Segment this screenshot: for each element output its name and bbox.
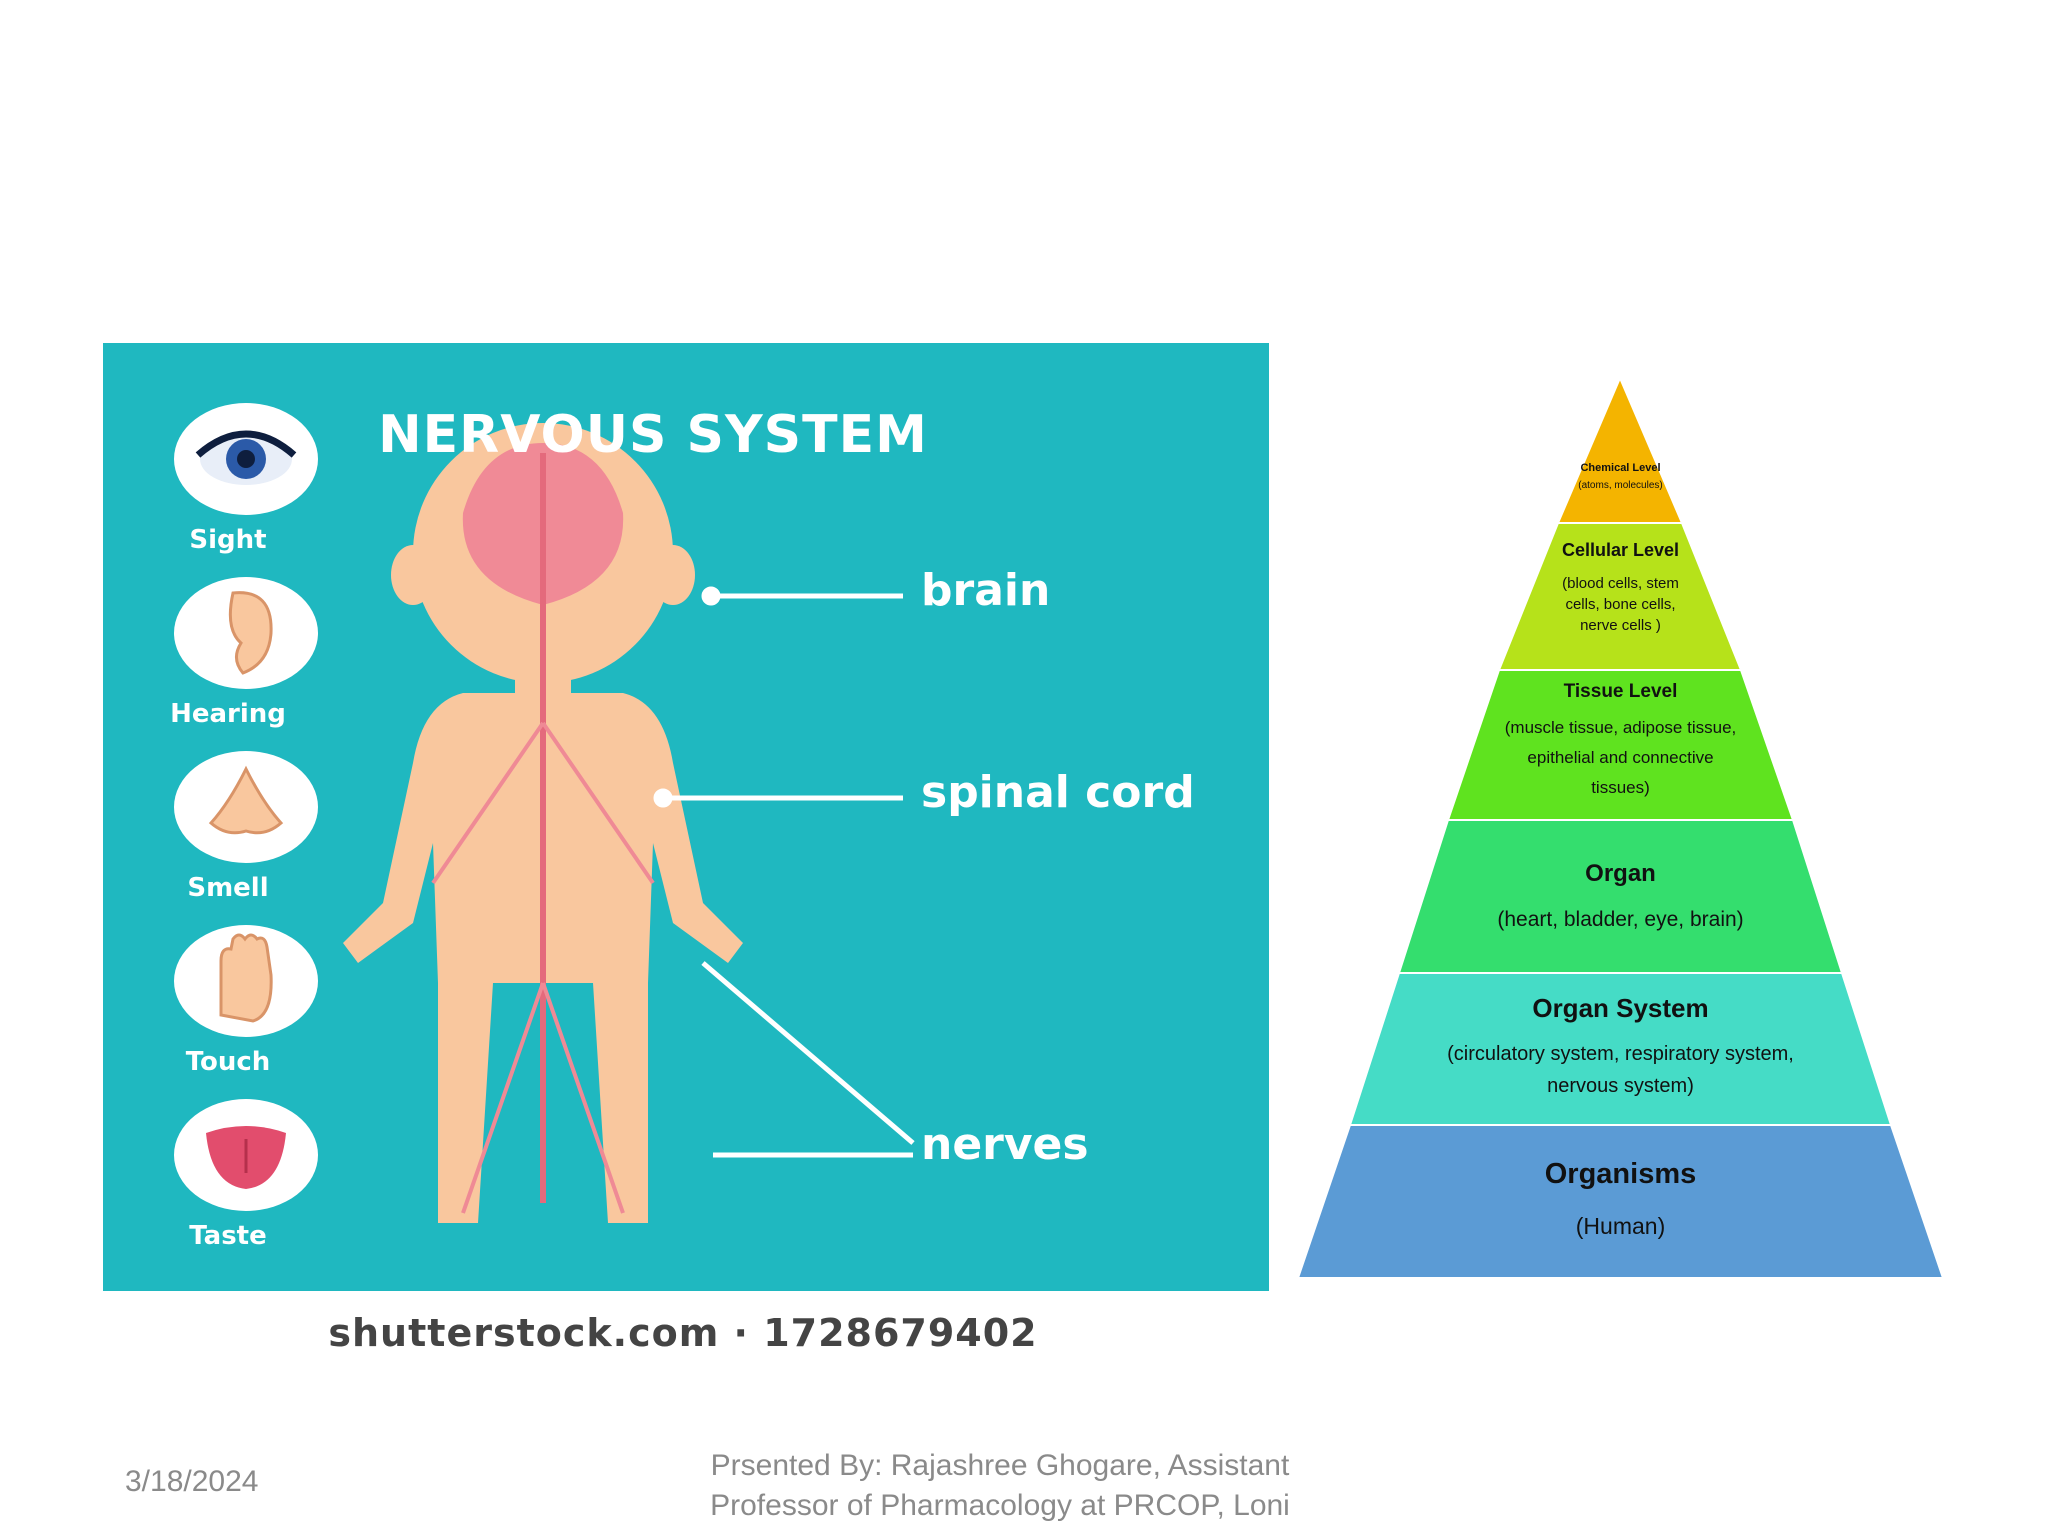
ear-icon <box>174 577 318 689</box>
level-organisms-detail: (Human) <box>1575 1213 1666 1239</box>
level-chemical-detail: (atoms, molecules) <box>1578 480 1663 491</box>
sense-label-hearing: Hearing <box>170 699 286 729</box>
body-figure <box>343 423 743 1223</box>
illustration-title: NERVOUS SYSTEM <box>378 405 928 465</box>
level-organ-detail: (heart, bladder, eye, brain) <box>1497 908 1744 931</box>
nose-icon <box>174 751 318 863</box>
level-cellular: Cellular Level (blood cells, stem cells,… <box>1298 540 1943 636</box>
sense-label-touch: Touch <box>185 1047 271 1077</box>
hand-icon <box>174 925 318 1037</box>
nervous-system-illustration <box>103 343 1269 1291</box>
watermark-text: shutterstock.com · 1728679402 <box>328 1311 1038 1355</box>
level-tissue: Tissue Level (muscle tissue, adipose tis… <box>1298 681 1943 803</box>
organization-pyramid: Chemical Level (atoms, molecules) Cellul… <box>1298 378 1943 1278</box>
presenter-line-2: Professor of Pharmacology at PRCOP, Loni <box>710 1489 1290 1522</box>
level-organisms-title: Organisms <box>1544 1158 1697 1190</box>
pointer-lines <box>653 586 915 1158</box>
level-cellular-detail: (blood cells, stem cells, bone cells, ne… <box>1562 575 1679 634</box>
nervous-system-image: NERVOUS SYSTEM Sight Hearing Smell Touch… <box>103 343 1269 1363</box>
label-brain: brain <box>921 565 1051 616</box>
level-chemical: Chemical Level (atoms, molecules) <box>1298 462 1943 491</box>
eye-icon <box>174 403 318 515</box>
label-spinal-cord: spinal cord <box>921 767 1195 818</box>
presenter-credit: Prsented By: Rajashree Ghogare, Assistan… <box>700 1446 1300 1526</box>
level-chemical-title: Chemical Level <box>1580 462 1661 474</box>
sense-label-taste: Taste <box>189 1221 267 1251</box>
sense-label-sight: Sight <box>189 525 267 555</box>
level-tissue-title: Tissue Level <box>1563 681 1678 702</box>
sense-label-smell: Smell <box>187 873 269 903</box>
label-nerves: nerves <box>921 1119 1089 1170</box>
slide-date: 3/18/2024 <box>125 1465 259 1498</box>
level-organ-title: Organ <box>1585 860 1656 887</box>
level-organ-system-detail: (circulatory system, respiratory system,… <box>1447 1043 1794 1097</box>
pyramid-level-chemical <box>1556 378 1684 524</box>
level-cellular-title: Cellular Level <box>1561 540 1680 560</box>
tongue-icon <box>174 1099 318 1211</box>
pyramid-shape <box>1298 378 1943 1278</box>
presenter-line-1: Prsented By: Rajashree Ghogare, Assistan… <box>710 1449 1290 1482</box>
level-organisms: Organisms (Human) <box>1298 1158 1943 1240</box>
level-tissue-detail: (muscle tissue, adipose tissue, epitheli… <box>1504 718 1737 797</box>
level-organ: Organ (heart, bladder, eye, brain) <box>1298 860 1943 932</box>
level-organ-system-title: Organ System <box>1532 993 1709 1023</box>
level-organ-system: Organ System (circulatory system, respir… <box>1298 993 1943 1102</box>
pyramid-level-organisms <box>1298 1124 1943 1278</box>
